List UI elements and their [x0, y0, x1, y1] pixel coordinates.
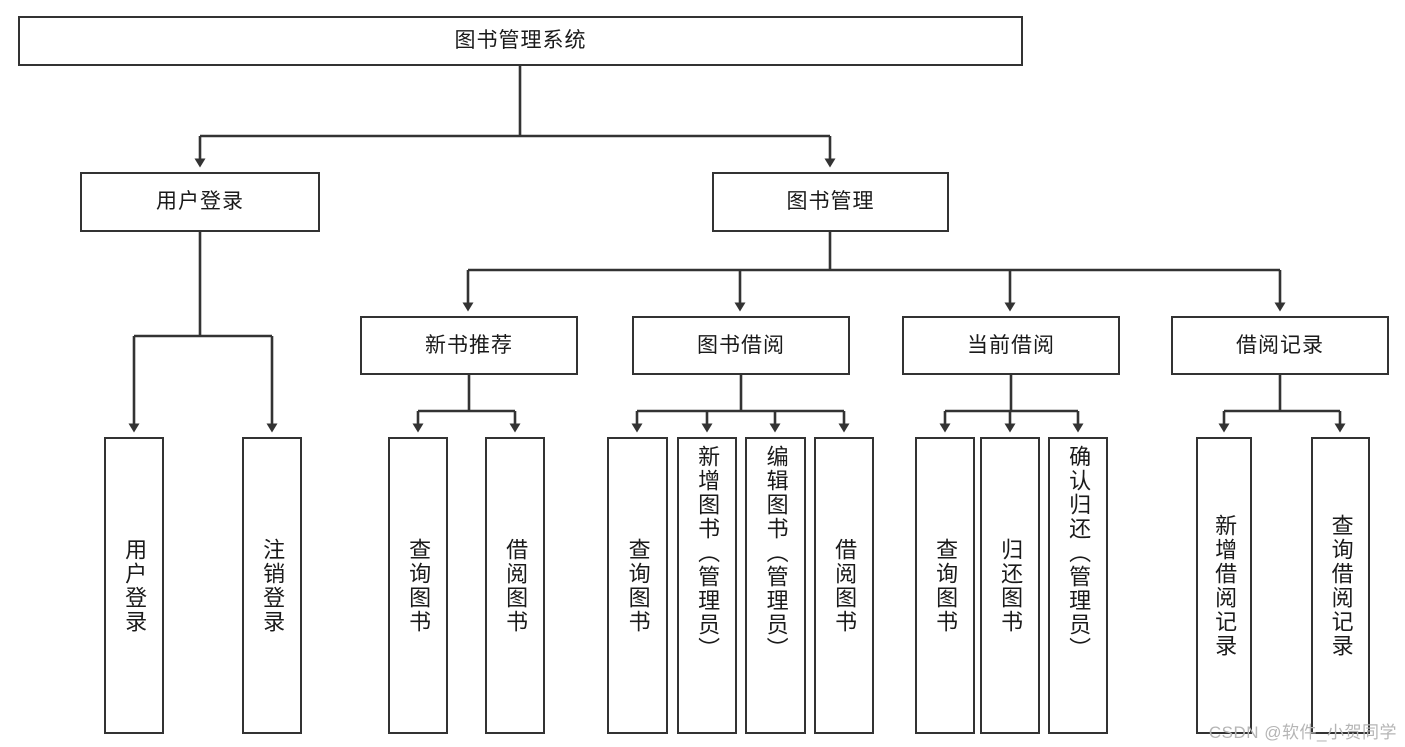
- edge-borrowrecord-to-leaves: [1218, 375, 1346, 433]
- node-leaf-user-logout[interactable]: 注销登录: [242, 437, 302, 734]
- node-book-borrow[interactable]: 图书借阅: [632, 316, 850, 375]
- node-leaf-borrow-query-book-label: 查询图书: [625, 537, 651, 634]
- edge-root-to-level2: [194, 66, 836, 168]
- node-leaf-borrow-book-label: 借阅图书: [832, 537, 858, 634]
- node-leaf-rec-query-book[interactable]: 查询图书: [388, 437, 448, 734]
- edge-newbook-to-leaves: [412, 375, 521, 433]
- csdn-watermark: CSDN @软件_小贺同学: [1208, 723, 1397, 742]
- node-leaf-user-login[interactable]: 用户登录: [104, 437, 164, 734]
- node-leaf-return-book[interactable]: 归还图书: [980, 437, 1040, 734]
- node-leaf-add-borrow-record[interactable]: 新增借阅记录: [1196, 437, 1252, 734]
- node-new-book-recommend[interactable]: 新书推荐: [360, 316, 578, 375]
- node-root[interactable]: 图书管理系统: [18, 16, 1023, 66]
- edge-bookborrow-to-leaves: [631, 375, 850, 433]
- node-leaf-borrow-book[interactable]: 借阅图书: [814, 437, 874, 734]
- node-new-book-recommend-label: 新书推荐: [425, 333, 513, 357]
- node-book-manage-label: 图书管理: [786, 190, 875, 214]
- node-leaf-return-book-label: 归还图书: [998, 537, 1024, 634]
- node-leaf-add-book-admin[interactable]: 新增图书（管理员）: [677, 437, 737, 734]
- node-leaf-edit-book-admin-label: 编辑图书（管理员）: [763, 445, 789, 661]
- node-leaf-user-logout-label: 注销登录: [260, 537, 286, 634]
- node-leaf-borrow-query-book[interactable]: 查询图书: [607, 437, 668, 734]
- node-leaf-rec-borrow-book[interactable]: 借阅图书: [485, 437, 545, 734]
- node-leaf-add-book-admin-label: 新增图书（管理员）: [695, 445, 721, 661]
- node-book-borrow-label: 图书借阅: [697, 333, 785, 357]
- node-user-login[interactable]: 用户登录: [80, 172, 320, 232]
- node-leaf-rec-borrow-book-label: 借阅图书: [503, 537, 529, 634]
- node-leaf-user-login-label: 用户登录: [122, 537, 148, 634]
- edge-userlogin-to-leaves: [128, 232, 278, 433]
- node-leaf-confirm-return-admin[interactable]: 确认归还（管理员）: [1048, 437, 1108, 734]
- edge-currentborrow-to-leaves: [939, 375, 1084, 433]
- node-book-manage[interactable]: 图书管理: [712, 172, 949, 232]
- node-leaf-query-borrow-record[interactable]: 查询借阅记录: [1311, 437, 1370, 734]
- node-leaf-add-borrow-record-label: 新增借阅记录: [1212, 513, 1238, 658]
- node-user-login-label: 用户登录: [156, 190, 244, 214]
- node-leaf-rec-query-book-label: 查询图书: [406, 537, 432, 634]
- node-borrow-record-label: 借阅记录: [1236, 333, 1324, 357]
- node-leaf-edit-book-admin[interactable]: 编辑图书（管理员）: [745, 437, 806, 734]
- node-current-borrow-label: 当前借阅: [967, 333, 1055, 357]
- node-root-label: 图书管理系统: [454, 29, 587, 53]
- node-leaf-confirm-return-admin-label: 确认归还（管理员）: [1066, 445, 1092, 661]
- node-leaf-cur-query-book-label: 查询图书: [933, 537, 959, 634]
- node-leaf-cur-query-book[interactable]: 查询图书: [915, 437, 975, 734]
- node-borrow-record[interactable]: 借阅记录: [1171, 316, 1389, 375]
- edge-bookmanage-to-level3: [462, 232, 1286, 312]
- node-current-borrow[interactable]: 当前借阅: [902, 316, 1120, 375]
- node-leaf-query-borrow-record-label: 查询借阅记录: [1328, 513, 1354, 658]
